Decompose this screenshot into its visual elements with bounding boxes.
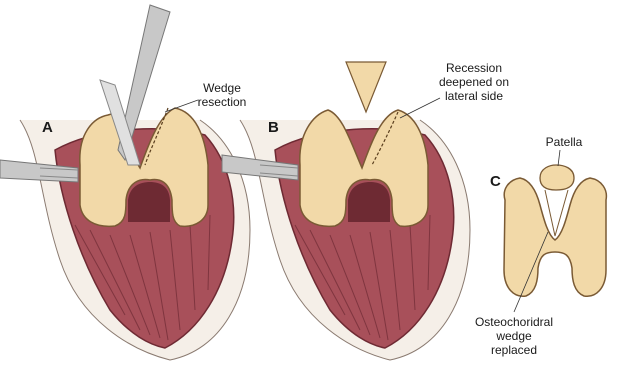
patella-leader <box>558 150 560 166</box>
panel-a-figure <box>0 5 250 360</box>
osteochondral-label-line2: wedge <box>495 329 532 343</box>
panel-c-figure <box>504 165 606 296</box>
panel-b-removed-wedge <box>346 62 386 112</box>
panel-c-letter: C <box>490 173 501 190</box>
recession-label-line3: lateral side <box>445 89 503 103</box>
panel-c-patella <box>540 165 574 190</box>
panel-a-letter: A <box>42 119 53 136</box>
recession-label-line1: Recession <box>446 61 502 75</box>
osteochondral-label-line3: replaced <box>491 343 537 357</box>
panel-b-letter: B <box>268 119 279 136</box>
wedge-resection-label-line1: Wedge <box>203 81 241 95</box>
recession-leader <box>400 98 440 118</box>
panel-b-notch <box>348 182 390 222</box>
panel-c-femur <box>504 178 606 296</box>
panel-a-notch <box>128 182 170 222</box>
wedge-resection-label-line2: resection <box>198 95 247 109</box>
osteochondral-label-line1: Osteochoridral <box>475 315 553 329</box>
panel-b-figure <box>222 62 470 360</box>
recession-label-line2: deepened on <box>439 75 509 89</box>
patella-label: Patella <box>546 135 583 149</box>
